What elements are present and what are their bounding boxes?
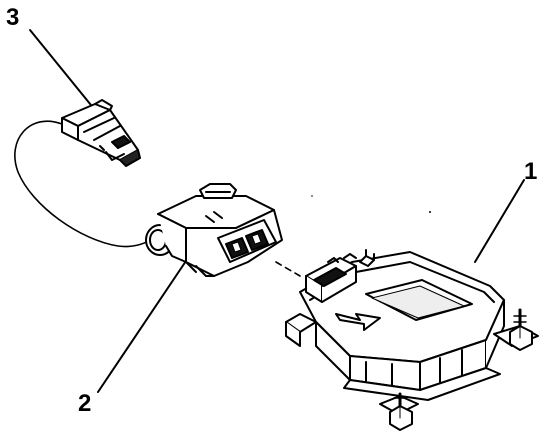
connector-wire — [14, 120, 151, 248]
module-body — [285, 249, 539, 415]
leader-line-2 — [97, 257, 189, 393]
leader-line-1 — [474, 179, 525, 263]
callout-label-2: 2 — [78, 390, 92, 417]
harness-connector — [145, 183, 301, 277]
mounting-nut-right — [509, 308, 533, 351]
callout-label-1: 1 — [524, 158, 538, 185]
mounting-nut-front — [389, 392, 413, 431]
shorting-bar-connector — [61, 99, 141, 167]
callout-label-3: 3 — [6, 4, 20, 31]
leader-line-3 — [29, 29, 96, 111]
